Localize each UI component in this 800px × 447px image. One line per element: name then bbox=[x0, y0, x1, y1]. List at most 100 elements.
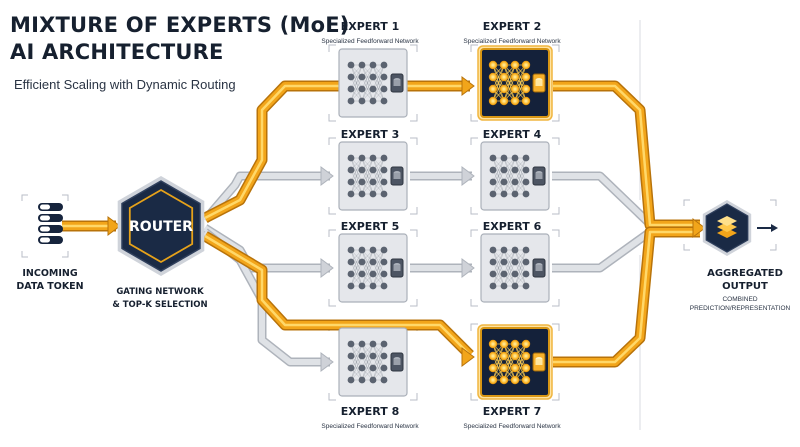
nn-node bbox=[347, 246, 355, 254]
nn-node bbox=[358, 376, 366, 384]
nn-node bbox=[380, 178, 388, 186]
nn-node bbox=[499, 339, 509, 349]
nn-node bbox=[380, 340, 388, 348]
nn-node bbox=[369, 282, 377, 290]
nn-node bbox=[488, 363, 498, 373]
nn-edge bbox=[361, 64, 374, 102]
nn-node bbox=[510, 96, 520, 106]
output-layer-1 bbox=[717, 228, 737, 238]
nn-node bbox=[521, 96, 531, 106]
arrowhead-expert-7 bbox=[461, 347, 475, 367]
output-caption-line-1: COMBINED bbox=[722, 296, 758, 303]
expert-7-title: EXPERT 7 bbox=[482, 405, 542, 418]
nn-edge bbox=[503, 249, 516, 275]
expert-7-card bbox=[477, 324, 553, 400]
expert-8-title: EXPERT 8 bbox=[340, 405, 400, 418]
nn-edge bbox=[372, 157, 385, 183]
nn-edge bbox=[503, 64, 516, 90]
nn-edge bbox=[372, 355, 385, 381]
card-body bbox=[338, 48, 408, 118]
arrowhead-router bbox=[107, 216, 121, 236]
nn-node bbox=[347, 154, 355, 162]
nn-edge bbox=[372, 249, 385, 275]
data-token-stack bbox=[38, 203, 63, 244]
nn-node bbox=[522, 246, 530, 254]
card-body bbox=[338, 141, 408, 211]
nn-edge bbox=[492, 355, 505, 381]
expert-2-bracket bbox=[470, 44, 560, 122]
arrowhead-expert-8 bbox=[320, 352, 334, 372]
nn-node bbox=[369, 364, 377, 372]
router-caption-line-2: & TOP-K SELECTION bbox=[112, 300, 208, 310]
nn-edge bbox=[350, 343, 363, 381]
nn-edge bbox=[514, 64, 527, 90]
nn-edge bbox=[514, 76, 527, 102]
nn-node bbox=[358, 178, 366, 186]
output-label-line-1: AGGREGATED bbox=[707, 268, 783, 279]
nn-edge bbox=[372, 64, 385, 102]
nn-node bbox=[347, 270, 355, 278]
nn-node bbox=[347, 282, 355, 290]
data-token-highlight bbox=[40, 215, 50, 221]
nn-node bbox=[358, 73, 366, 81]
card-body bbox=[480, 327, 550, 397]
expert-6-card bbox=[480, 233, 550, 303]
expert-2-subtitle: Specialized Feedforward Network bbox=[463, 38, 561, 45]
nn-node bbox=[489, 190, 497, 198]
nn-node bbox=[510, 339, 520, 349]
nn-node bbox=[521, 351, 531, 361]
expert-1-bracket bbox=[328, 44, 418, 122]
arrowhead-expert-2 bbox=[461, 76, 475, 96]
nn-node bbox=[522, 270, 530, 278]
nn-node bbox=[380, 85, 388, 93]
router-node: ROUTER bbox=[117, 176, 205, 276]
expert-3-card bbox=[338, 141, 408, 211]
nn-edge bbox=[514, 343, 527, 381]
nn-node bbox=[380, 258, 388, 266]
nn-node bbox=[489, 178, 497, 186]
nn-node bbox=[369, 97, 377, 105]
nn-node bbox=[380, 246, 388, 254]
expert-4-bracket bbox=[470, 137, 560, 215]
nn-node bbox=[358, 246, 366, 254]
nn-node bbox=[358, 166, 366, 174]
nn-edge bbox=[361, 157, 374, 195]
nn-node bbox=[499, 363, 509, 373]
expert-8-subtitle: Specialized Feedforward Network bbox=[321, 423, 419, 430]
nn-node bbox=[499, 351, 509, 361]
nn-node bbox=[380, 282, 388, 290]
inactive-route-paths bbox=[201, 166, 654, 372]
output-layer-2 bbox=[717, 222, 737, 232]
nn-edge bbox=[350, 76, 363, 102]
nn-edge bbox=[492, 157, 505, 183]
expert-4-card bbox=[480, 141, 550, 211]
title-line-2: AI ARCHITECTURE bbox=[10, 40, 224, 64]
nn-node bbox=[347, 166, 355, 174]
nn-node bbox=[380, 61, 388, 69]
output-caption: COMBINED PREDICTION/REPRESENTATION bbox=[680, 295, 800, 313]
nn-edge bbox=[361, 343, 374, 381]
nn-node bbox=[511, 178, 519, 186]
expert-7-bracket bbox=[470, 323, 560, 401]
nn-node bbox=[511, 282, 519, 290]
expert-2-card bbox=[477, 45, 553, 121]
input-label-line-1: INCOMING bbox=[22, 268, 78, 279]
nn-edge bbox=[350, 157, 363, 183]
nn-edge bbox=[361, 261, 374, 287]
nn-node bbox=[522, 190, 530, 198]
nn-edge bbox=[492, 157, 505, 195]
nn-node bbox=[347, 340, 355, 348]
nn-node bbox=[488, 339, 498, 349]
route-router-to-expert-7 bbox=[202, 231, 474, 359]
expert-8-card bbox=[338, 327, 408, 397]
nn-edge bbox=[492, 169, 505, 195]
storage-cylinder-body bbox=[535, 265, 543, 271]
nn-node bbox=[521, 363, 531, 373]
nn-node bbox=[369, 85, 377, 93]
nn-node bbox=[369, 376, 377, 384]
output-caption-line-2: PREDICTION/REPRESENTATION bbox=[689, 305, 791, 312]
nn-node bbox=[347, 61, 355, 69]
route-expert-6-to-output bbox=[552, 228, 653, 273]
nn-node bbox=[500, 270, 508, 278]
nn-node bbox=[369, 190, 377, 198]
